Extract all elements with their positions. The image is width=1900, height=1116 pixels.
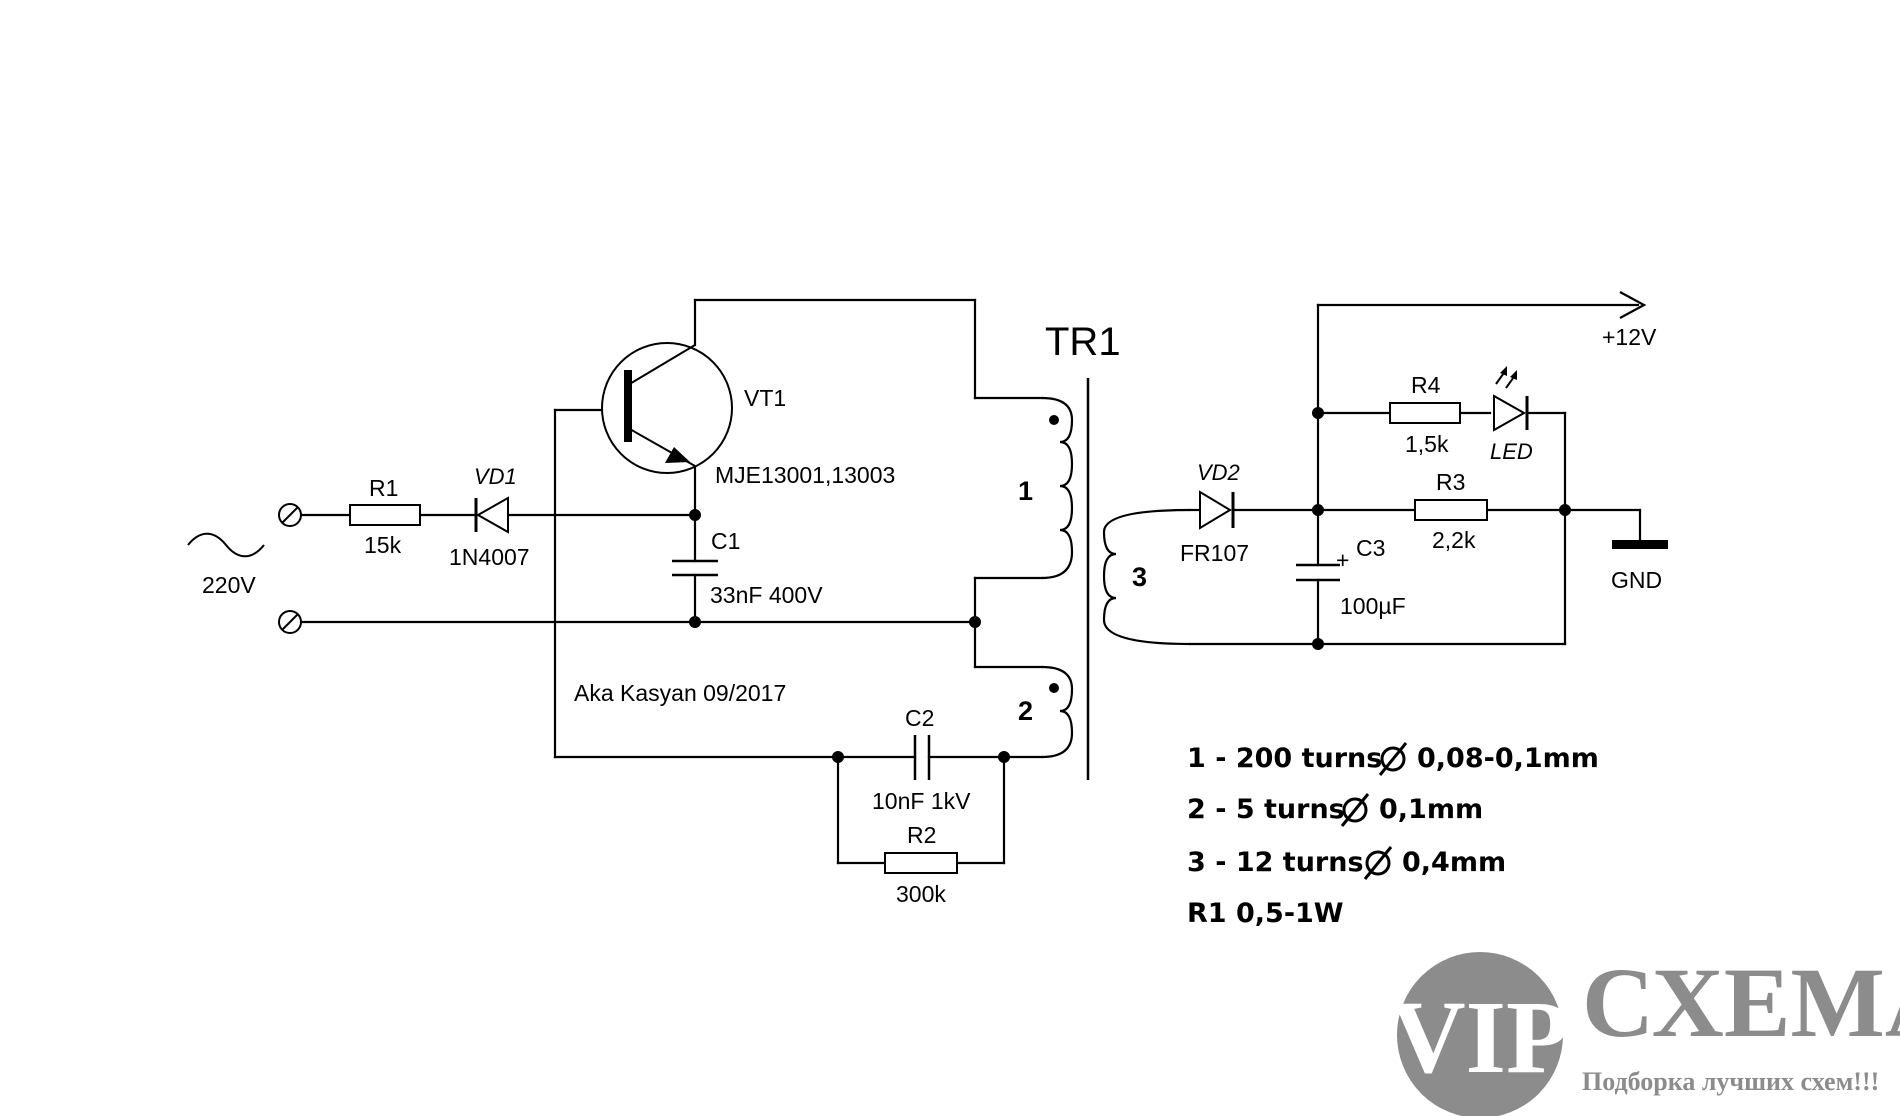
r4-value: 1,5k <box>1405 431 1449 457</box>
node-c3-bottom <box>1312 638 1324 650</box>
r3-body <box>1414 499 1488 521</box>
vd1-diode <box>474 496 509 534</box>
r2-body <box>884 852 958 874</box>
node-emitter <box>689 509 701 521</box>
winding-1 <box>1041 396 1074 580</box>
vd2-ref: VD2 <box>1197 460 1240 485</box>
c3-polarity: + <box>1336 547 1349 573</box>
note-winding-3: 3 - 12 turns <box>1187 847 1364 878</box>
primary-wiring <box>296 298 1044 865</box>
r2-ref: R2 <box>907 822 936 848</box>
vd2-diode <box>1199 490 1235 530</box>
r1-value: 15k <box>364 532 402 558</box>
vt1-ref: VT1 <box>744 385 786 411</box>
c1-capacitor <box>672 559 718 577</box>
ac-sine-symbol <box>187 532 265 558</box>
ground-label: GND <box>1611 567 1662 593</box>
watermark-vip: VIP <box>1390 980 1569 1095</box>
c1-ref: C1 <box>711 528 740 554</box>
c3-value: 100µF <box>1340 593 1406 619</box>
winding-3-number: 3 <box>1132 562 1147 592</box>
note-winding-1: 1 - 200 turns <box>1187 743 1382 774</box>
c3-ref: C3 <box>1356 535 1385 561</box>
node-r4-left <box>1312 407 1324 419</box>
ac-input-terminal-bottom <box>278 610 302 634</box>
r4-ref: R4 <box>1411 372 1441 398</box>
led-ref: LED <box>1490 439 1533 464</box>
output-arrow-icon <box>1619 291 1647 319</box>
note-power: R1 0,5-1W <box>1187 898 1344 929</box>
c3-capacitor <box>1296 563 1340 582</box>
r2-value: 300k <box>896 881 946 907</box>
vt1-transistor <box>601 342 733 474</box>
c2-value: 10nF 1kV <box>872 788 971 814</box>
watermark-logo: VIP СХЕМА Подборка лучших схем!!! <box>1390 947 1900 1116</box>
diameter-icon <box>1340 793 1370 827</box>
vd2-value: FR107 <box>1180 540 1249 566</box>
watermark-tagline: Подборка лучших схем!!! <box>1582 1067 1879 1096</box>
r1-ref: R1 <box>369 475 398 501</box>
c2-capacitor <box>913 735 931 780</box>
diameter-icon <box>1363 846 1393 880</box>
node-winding1-bottom <box>969 616 981 628</box>
led-diode <box>1493 366 1529 432</box>
winding-1-number: 1 <box>1018 476 1033 506</box>
vd1-value: 1N4007 <box>449 544 530 570</box>
note-winding-2: 2 - 5 turns <box>1187 794 1345 825</box>
node-c2-left <box>832 751 844 763</box>
note-wire-2: 0,1mm <box>1379 794 1483 825</box>
node-c1-bottom <box>689 616 701 628</box>
diameter-icon <box>1378 742 1408 776</box>
winding-2 <box>1041 665 1074 759</box>
vt1-value: MJE13001,13003 <box>715 462 895 488</box>
r1-body <box>349 504 421 526</box>
ac-voltage-label: 220V <box>202 572 256 598</box>
winding-notes: 1 - 200 turns 0,08-0,1mm 2 - 5 turns 0,1… <box>1187 742 1599 929</box>
ac-input-terminal-top <box>278 503 302 527</box>
r3-value: 2,2k <box>1432 527 1476 553</box>
node-vd2-out <box>1312 504 1324 516</box>
secondary-wiring <box>1188 303 1642 646</box>
vd1-ref: VD1 <box>474 464 517 489</box>
winding-2-number: 2 <box>1018 696 1033 726</box>
transformer-label: TR1 <box>1045 320 1121 364</box>
note-wire-3: 0,4mm <box>1402 847 1506 878</box>
node-c2-right <box>998 751 1010 763</box>
r4-body <box>1389 402 1461 424</box>
node-r3-right <box>1559 504 1571 516</box>
note-wire-1: 0,08-0,1mm <box>1417 743 1599 774</box>
output-voltage-label: +12V <box>1602 324 1657 350</box>
c2-ref: C2 <box>905 705 934 731</box>
ground-symbol <box>1612 540 1668 549</box>
watermark-name: СХЕМА <box>1582 947 1900 1058</box>
author-label: Aka Kasyan 09/2017 <box>574 680 786 706</box>
c1-value: 33nF 400V <box>710 582 823 608</box>
r3-ref: R3 <box>1436 469 1465 495</box>
winding-3 <box>1102 508 1191 646</box>
